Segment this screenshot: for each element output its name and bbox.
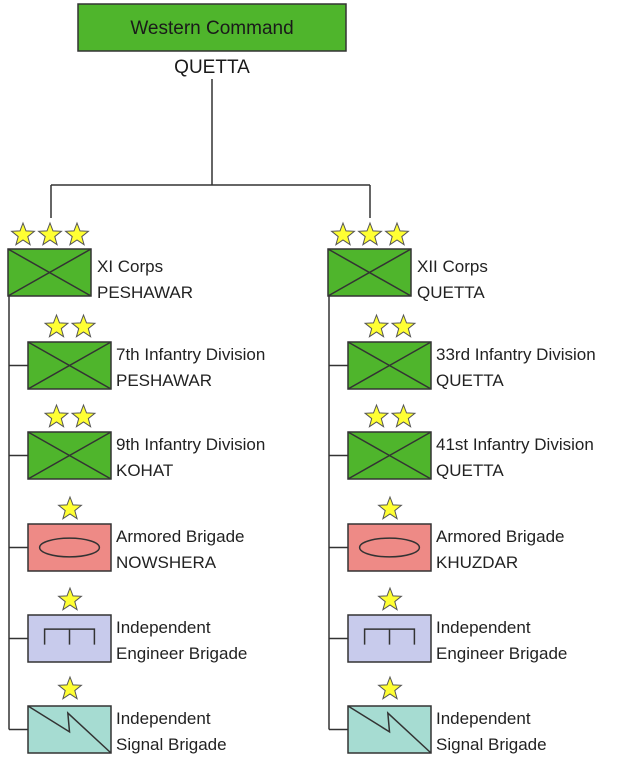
unit-label-line-2: Signal Brigade [116, 735, 227, 754]
unit-star-icon [57, 586, 83, 611]
hq-connectors [50, 79, 371, 218]
armor-oval-icon [358, 537, 421, 558]
unit-label-line-1: Armored Brigade [436, 527, 565, 546]
unit-label-line-2: Signal Brigade [436, 735, 547, 754]
corps-label-line-2: PESHAWAR [97, 283, 193, 302]
unit-star-icon [390, 403, 417, 428]
unit-star-icon [363, 403, 390, 428]
unit-star-icon [57, 495, 83, 520]
corps-star-icon [10, 221, 36, 246]
unit-label-line-1: Independent [436, 618, 531, 637]
corps-star-icon [330, 221, 356, 246]
corps-label-line-2: QUETTA [417, 283, 485, 302]
engineer-bridge-icon [363, 628, 416, 645]
unit-label-line-1: Independent [436, 709, 531, 728]
hq-box [77, 3, 347, 52]
infantry-cross-icon [7, 248, 92, 297]
armor-oval-icon [38, 537, 101, 558]
corps-label-line-1: XII Corps [417, 257, 488, 276]
unit-label-line-1: Armored Brigade [116, 527, 245, 546]
hq-location: QUETTA [174, 57, 250, 78]
corps-star-icon [384, 221, 410, 246]
unit-label-line-1: Independent [116, 618, 211, 637]
infantry-cross-icon [347, 431, 432, 480]
unit-star-icon [43, 403, 70, 428]
unit-star-icon [43, 313, 70, 338]
unit-box [27, 523, 112, 572]
unit-label-line-2: Engineer Brigade [116, 644, 247, 663]
unit-label-line-1: 41st Infantry Division [436, 435, 594, 454]
unit-star-icon [363, 313, 390, 338]
unit-star-icon [390, 313, 417, 338]
unit-label-line-2: PESHAWAR [116, 371, 212, 390]
signal-zigzag-icon [27, 705, 112, 754]
unit-box [347, 523, 432, 572]
unit-label-line-2: NOWSHERA [116, 553, 217, 572]
unit-label-line-2: QUETTA [436, 461, 504, 480]
corps-star-icon [64, 221, 90, 246]
unit-label-line-1: 9th Infantry Division [116, 435, 265, 454]
unit-star-icon [57, 675, 83, 700]
engineer-bridge-icon [43, 628, 96, 645]
hq-name: Western Command [130, 18, 293, 39]
infantry-cross-icon [27, 341, 112, 390]
unit-label-line-2: QUETTA [436, 371, 504, 390]
unit-label-line-1: 7th Infantry Division [116, 345, 265, 364]
infantry-cross-icon [327, 248, 412, 297]
signal-zigzag-icon [347, 705, 432, 754]
unit-star-icon [377, 675, 403, 700]
unit-label-line-2: Engineer Brigade [436, 644, 567, 663]
corps-label-line-1: XI Corps [97, 257, 163, 276]
unit-star-icon [70, 313, 97, 338]
unit-label-line-2: KOHAT [116, 461, 173, 480]
unit-label-line-1: Independent [116, 709, 211, 728]
infantry-cross-icon [27, 431, 112, 480]
corps-star-icon [37, 221, 63, 246]
corps-star-icon [357, 221, 383, 246]
unit-label-line-1: 33rd Infantry Division [436, 345, 596, 364]
unit-star-icon [377, 586, 403, 611]
unit-star-icon [70, 403, 97, 428]
unit-star-icon [377, 495, 403, 520]
infantry-cross-icon [347, 341, 432, 390]
unit-label-line-2: KHUZDAR [436, 553, 518, 572]
